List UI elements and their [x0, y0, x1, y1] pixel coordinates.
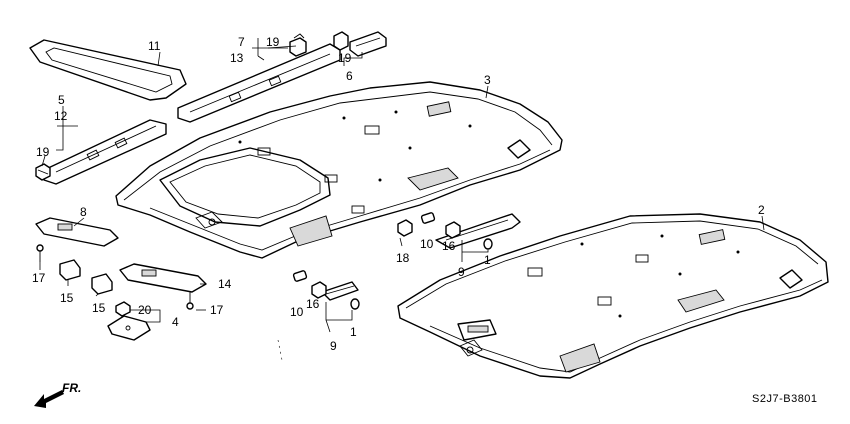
sunvisor-passenger	[119, 263, 207, 293]
clip-20	[115, 301, 131, 317]
callout-labels: 11 7 13 19 19 6 3 5 12 19 8 17 15 15 14 …	[32, 35, 765, 353]
callout-2: 2	[758, 203, 765, 217]
callout-11: 11	[148, 39, 161, 53]
clip-19-right	[333, 31, 349, 51]
clip-16b	[311, 281, 327, 299]
callout-1-lower: 1	[350, 325, 357, 339]
visor-holder-15b	[91, 273, 113, 295]
callout-16-lower: 16	[306, 297, 320, 311]
callout-6: 6	[346, 69, 353, 83]
roof-lining-sunroof	[115, 81, 563, 259]
cap-1b	[350, 298, 360, 310]
callout-7: 7	[238, 35, 245, 49]
callout-5: 5	[58, 93, 65, 107]
callout-19-left: 19	[36, 145, 50, 159]
callout-10-upper: 10	[420, 237, 434, 251]
sunvisor-driver	[35, 217, 119, 247]
trim-strip-front	[177, 43, 341, 123]
callout-17-right: 17	[210, 303, 224, 317]
diagram-code: S2J7-B3801	[752, 393, 818, 405]
trim-strip-side	[43, 119, 167, 185]
callout-8: 8	[80, 205, 87, 219]
cover-10b	[292, 270, 308, 282]
grab-handle-lower	[321, 281, 359, 301]
callout-14: 14	[218, 277, 232, 291]
visor-holder-15a	[59, 259, 81, 281]
plug-cover-6	[349, 31, 387, 57]
callout-1-upper: 1	[484, 253, 491, 267]
roof-lining-standard	[397, 213, 829, 379]
clip-18	[397, 219, 413, 237]
screw-17b	[186, 292, 194, 310]
callout-9-lower: 9	[330, 339, 337, 353]
clip-19-top	[289, 33, 307, 57]
callout-9-upper: 9	[458, 265, 465, 279]
cover-10a	[420, 212, 436, 224]
callout-15-right: 15	[92, 301, 106, 315]
callout-12: 12	[54, 109, 68, 123]
clip-16a	[445, 221, 461, 239]
callout-19-right: 19	[338, 51, 352, 65]
callout-4: 4	[172, 315, 179, 329]
callout-10-lower: 10	[290, 305, 304, 319]
callout-17-left: 17	[32, 271, 46, 285]
callout-15-left: 15	[60, 291, 74, 305]
front-direction-arrow: FR.	[34, 381, 81, 408]
cap-1a	[483, 238, 493, 250]
sunshade-frame	[29, 39, 187, 101]
callout-20: 20	[138, 303, 152, 317]
screw-17a	[36, 244, 44, 262]
callout-16-upper: 16	[442, 239, 456, 253]
callout-13: 13	[230, 51, 244, 65]
callout-19-top: 19	[266, 35, 280, 49]
direction-label: FR.	[62, 381, 81, 395]
callout-3: 3	[484, 73, 491, 87]
map-light-4	[107, 315, 151, 341]
grab-handle-upper	[435, 213, 521, 249]
leader-lines	[39, 38, 765, 333]
clip-19-left	[35, 163, 51, 181]
callout-18: 18	[396, 251, 410, 265]
dash-mark	[277, 339, 283, 361]
